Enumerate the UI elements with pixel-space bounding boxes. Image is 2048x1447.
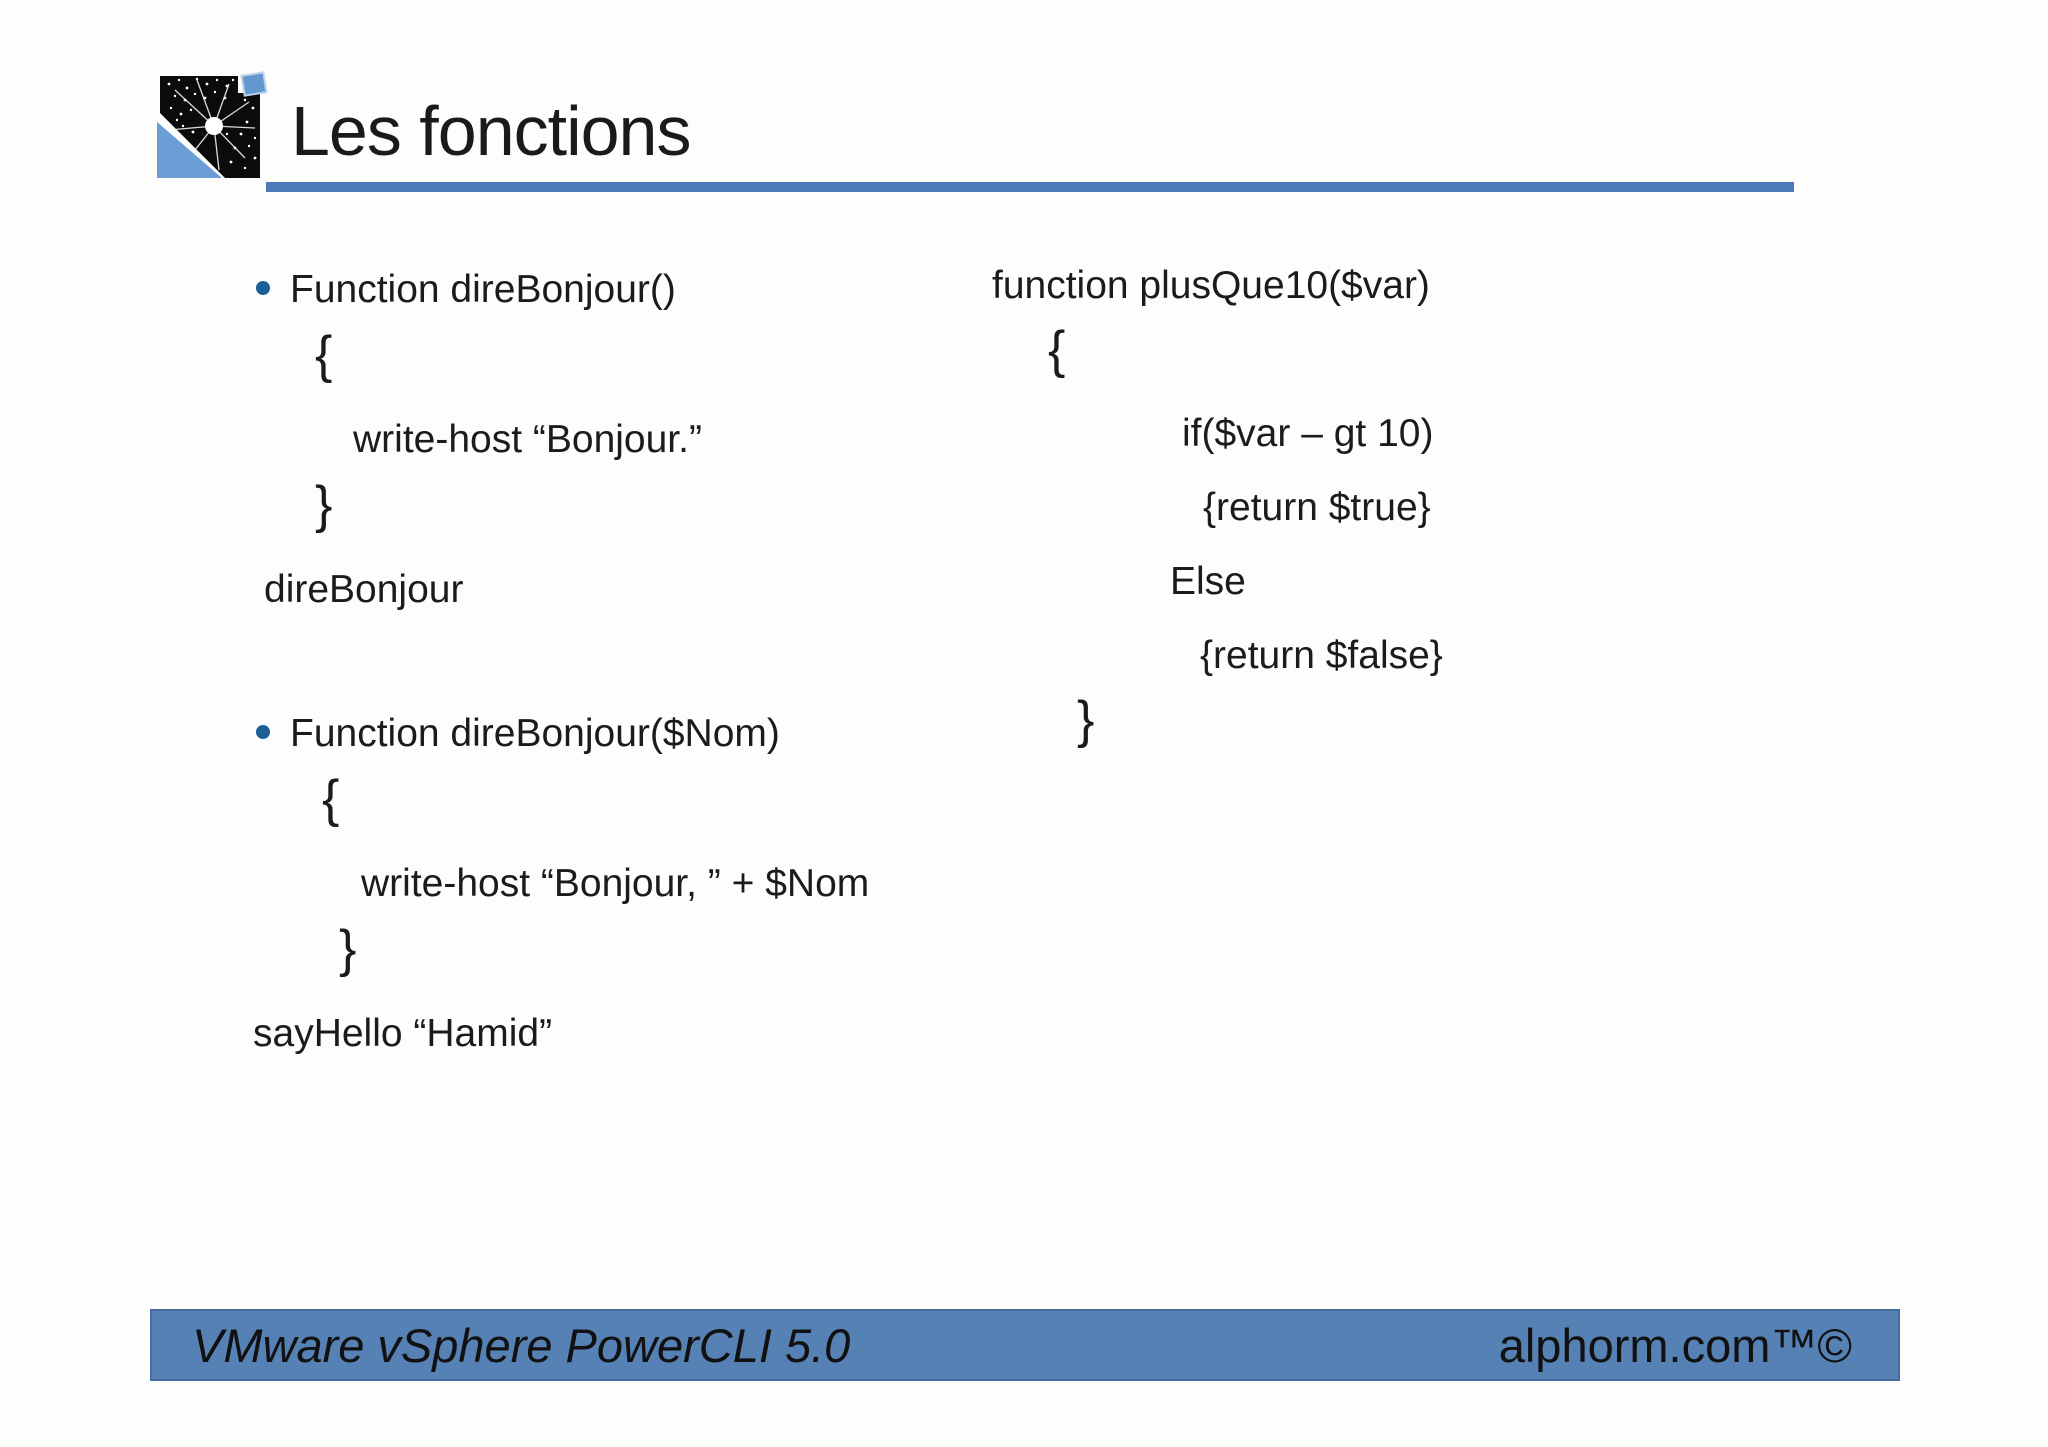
alphorm-logo-graphic bbox=[157, 71, 268, 178]
bullet-icon bbox=[256, 281, 270, 295]
code-line: } bbox=[315, 476, 333, 534]
code-line: { bbox=[1048, 321, 1066, 379]
code-line: { bbox=[322, 770, 340, 828]
code-line: Else bbox=[1170, 560, 1246, 603]
code-line: function plusQue10($var) bbox=[992, 264, 1430, 307]
code-line: sayHello “Hamid” bbox=[253, 1012, 553, 1055]
code-line: {return $true} bbox=[1203, 486, 1431, 529]
footer-brand: alphorm.com™© bbox=[1498, 1318, 1852, 1372]
alphorm-logo bbox=[157, 70, 269, 182]
code-line: } bbox=[1077, 691, 1095, 749]
code-line: direBonjour bbox=[264, 568, 464, 611]
bullet-icon bbox=[256, 725, 270, 739]
code-line: if($var – gt 10) bbox=[1182, 412, 1434, 455]
page-title: Les fonctions bbox=[291, 92, 691, 170]
code-line: { bbox=[315, 326, 333, 384]
title-underline bbox=[266, 182, 1794, 192]
footer-course-title: VMware vSphere PowerCLI 5.0 bbox=[192, 1318, 851, 1372]
code-line: } bbox=[339, 920, 357, 978]
code-line: {return $false} bbox=[1200, 634, 1443, 677]
code-line: write-host “Bonjour.” bbox=[353, 418, 702, 461]
footer-bar: VMware vSphere PowerCLI 5.0 alphorm.com™… bbox=[150, 1309, 1900, 1381]
code-line: Function direBonjour($Nom) bbox=[290, 712, 780, 755]
code-line: Function direBonjour() bbox=[290, 268, 676, 311]
code-line: write-host “Bonjour, ” + $Nom bbox=[361, 862, 870, 905]
